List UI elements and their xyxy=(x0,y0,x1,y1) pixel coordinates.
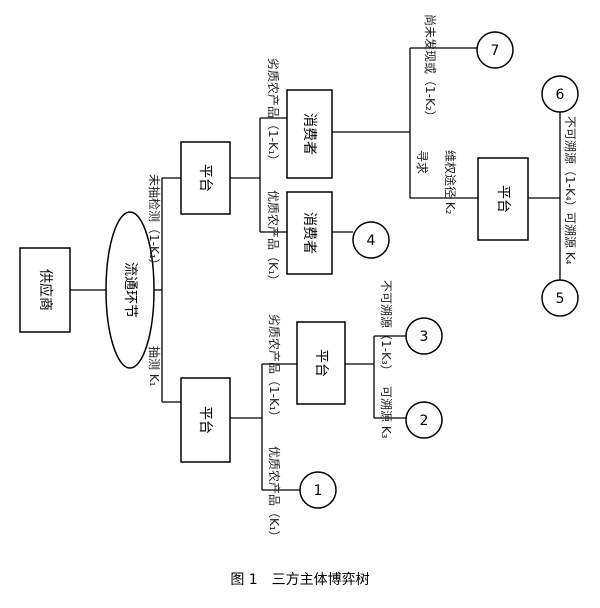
edge-label-rights: 维权途径 K₂ xyxy=(443,150,458,215)
tree-edges xyxy=(70,47,561,491)
edge-label-quality-upper: 优质农产品（K₁） xyxy=(266,190,280,287)
platform-b-label: 平台 xyxy=(197,406,213,434)
outcome-2-node xyxy=(405,401,443,439)
platform-a-node xyxy=(180,141,231,215)
consumer-b-label: 消费者 xyxy=(301,212,317,254)
outcome-7-node xyxy=(476,31,514,69)
outcome-1-node xyxy=(299,471,337,509)
outcome-5-label: 5 xyxy=(556,291,565,307)
edge-label-not-detected: 未抽检测（1-K₁） xyxy=(147,174,162,271)
edge-label-untraceable-lower: 不可溯源（1-K₃） xyxy=(379,280,394,377)
edge-label-inferior-upper: 劣质农产品（1-K₁） xyxy=(266,58,280,167)
edge-label-traceable-lower: 可溯源 K₃ xyxy=(379,386,394,439)
edge-label-traceable-upper: 可溯源 K₄ xyxy=(563,212,578,265)
outcome-6-node xyxy=(541,75,579,113)
supplier-label: 供应商 xyxy=(37,269,54,311)
outcome-6-label: 6 xyxy=(556,87,565,103)
platform-c-node xyxy=(296,321,346,405)
platform-d-label: 平台 xyxy=(495,185,511,213)
edge-label-untraceable-upper: 不可溯源（1-K₄） xyxy=(563,116,578,213)
outcome-5-node xyxy=(541,279,579,317)
platform-c-label: 平台 xyxy=(313,349,329,377)
figure-caption: 图 1 三方主体博弈树 xyxy=(230,571,369,588)
edge-label-seek: 寻求 xyxy=(415,150,429,174)
platform-b-node xyxy=(180,377,231,463)
circulation-label: 流通环节 xyxy=(122,262,138,318)
outcome-7-label: 7 xyxy=(491,43,500,59)
consumer-b-node xyxy=(286,191,333,275)
platform-d-node xyxy=(477,157,529,241)
outcome-4-label: 4 xyxy=(367,233,376,249)
edge-label-not-found: 尚未发现或（1-K₂） xyxy=(423,14,438,123)
consumer-a-node xyxy=(286,89,333,179)
supplier-node xyxy=(19,247,71,333)
edge-label-inferior-lower: 劣质农产品（1-K₁） xyxy=(267,314,281,423)
outcome-3-label: 3 xyxy=(420,329,429,345)
edge-label-detected: 抽测 K₁ xyxy=(147,346,161,387)
platform-a-label: 平台 xyxy=(197,164,213,192)
outcome-1-label: 1 xyxy=(314,483,323,499)
outcome-2-label: 2 xyxy=(420,413,429,429)
edge-label-quality-lower: 优质农产品（K₁） xyxy=(267,446,281,543)
outcome-3-node xyxy=(405,317,443,355)
outcome-4-node xyxy=(352,221,390,259)
consumer-a-label: 消费者 xyxy=(301,113,317,155)
circulation-node xyxy=(105,211,155,369)
